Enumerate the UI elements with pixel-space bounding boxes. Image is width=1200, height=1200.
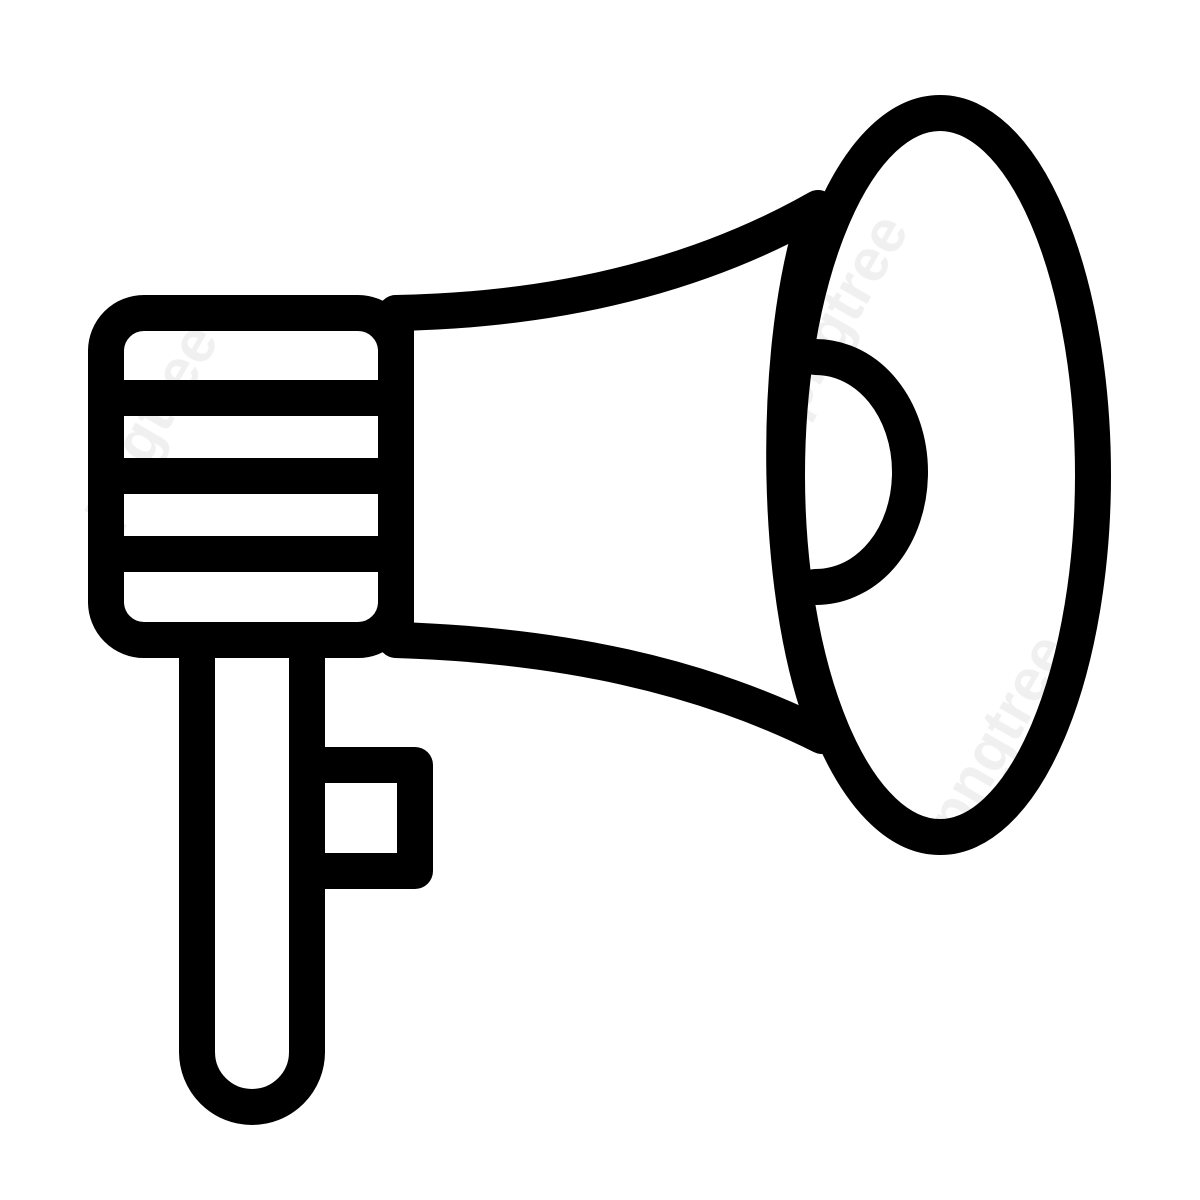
megaphone-trigger bbox=[289, 747, 433, 889]
grille-stripes bbox=[106, 380, 396, 572]
speaker-dome bbox=[797, 339, 928, 605]
horn-top bbox=[378, 190, 836, 331]
megaphone-handle bbox=[179, 622, 325, 1125]
horn-bottom bbox=[378, 622, 840, 754]
megaphone-icon bbox=[88, 95, 1111, 1125]
horn-inner-rim bbox=[766, 207, 840, 736]
